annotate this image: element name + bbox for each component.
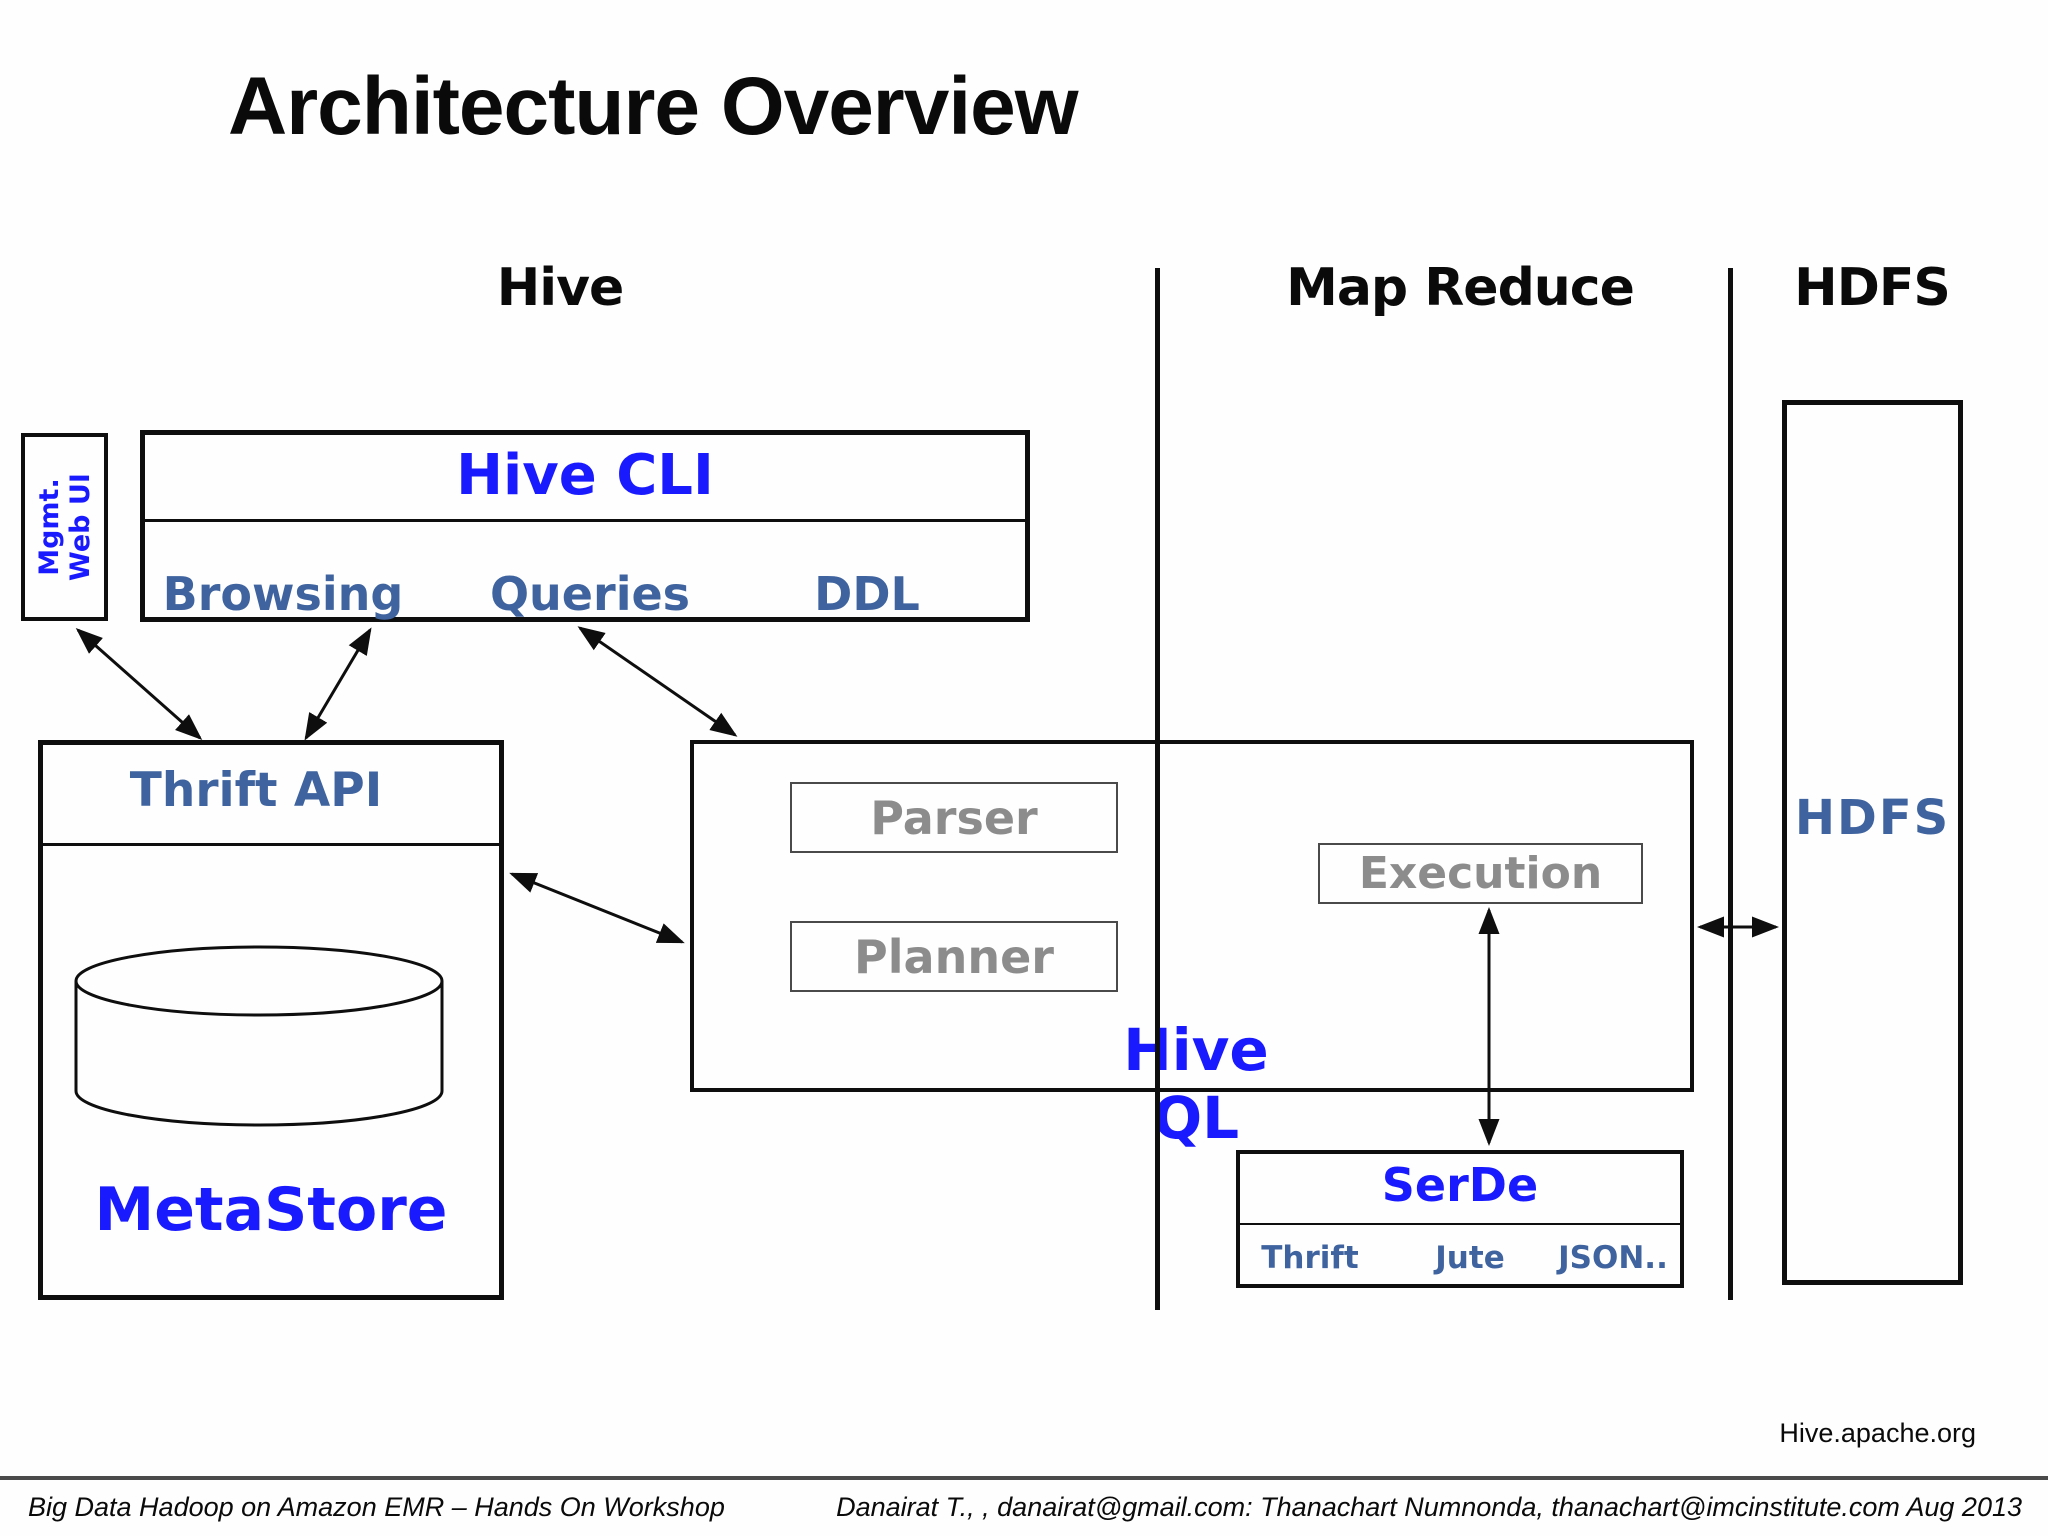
serde-item-json: JSON.. xyxy=(1558,1240,1668,1276)
hive-cli-title: Hive CLI xyxy=(456,443,714,508)
mgmt-web-ui-box: Mgmt. Web UI xyxy=(21,433,108,621)
divider-hive-mapreduce xyxy=(1155,268,1160,1310)
execution-label: Execution xyxy=(1358,848,1603,899)
planner-box: Planner xyxy=(790,921,1118,992)
serde-item-jute: Jute xyxy=(1435,1240,1505,1276)
footer-rule xyxy=(0,1476,2048,1480)
hive-cli-item-queries: Queries xyxy=(489,567,691,621)
column-header-hdfs: HDFS xyxy=(1794,258,1951,318)
hdfs-box-label: HDFS xyxy=(1794,790,1951,846)
thrift-api-label: Thrift API xyxy=(129,763,383,818)
hive-cli-divider xyxy=(145,519,1025,522)
metastore-box: Thrift API MetaStore xyxy=(38,740,504,1300)
mgmt-web-ui-label: Mgmt. Web UI xyxy=(33,473,96,581)
column-header-map-reduce: Map Reduce xyxy=(1286,258,1635,318)
serde-box: SerDe Thrift Jute JSON.. xyxy=(1236,1150,1684,1288)
execution-box: Execution xyxy=(1318,843,1643,904)
hive-cli-box: Hive CLI Browsing Queries DDL xyxy=(140,430,1030,622)
hive-cli-item-browsing: Browsing xyxy=(162,567,404,621)
parser-box: Parser xyxy=(790,782,1118,853)
metastore-label: MetaStore xyxy=(94,1175,448,1245)
hive-cli-item-ddl: DDL xyxy=(814,567,920,621)
serde-item-thrift: Thrift xyxy=(1261,1240,1359,1276)
footer-authors: Danairat T., , danairat@gmail.com: Thana… xyxy=(836,1492,2022,1522)
metastore-divider xyxy=(43,843,499,846)
hdfs-box: HDFS xyxy=(1782,400,1963,1285)
page-title: Architecture Overview xyxy=(228,61,1078,152)
serde-title: SerDe xyxy=(1381,1158,1539,1212)
serde-divider xyxy=(1240,1223,1680,1225)
planner-label: Planner xyxy=(854,929,1054,984)
footer-workshop-title: Big Data Hadoop on Amazon EMR – Hands On… xyxy=(28,1492,725,1522)
parser-label: Parser xyxy=(870,790,1038,845)
attribution-link: Hive.apache.org xyxy=(1779,1418,1976,1448)
column-header-hive: Hive xyxy=(496,258,625,318)
divider-mapreduce-hdfs xyxy=(1728,268,1733,1300)
hiveql-label: Hive QL xyxy=(1123,1016,1269,1152)
database-cylinder-icon xyxy=(74,945,444,1127)
